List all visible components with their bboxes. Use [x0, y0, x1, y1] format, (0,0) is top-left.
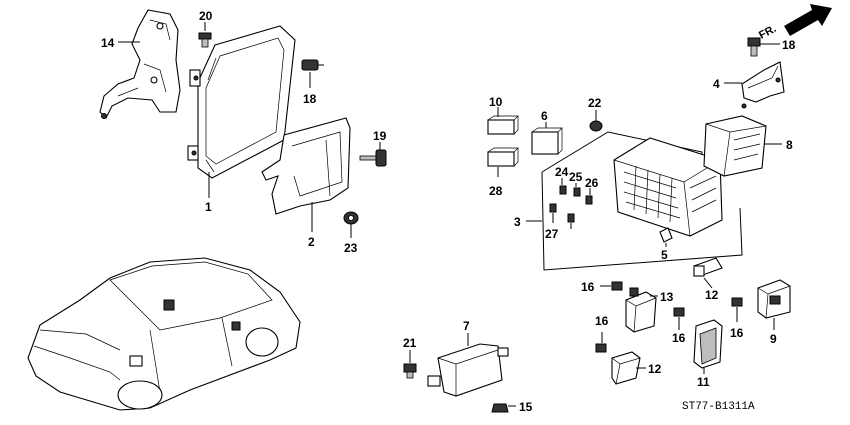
module-part-12-lower	[611, 351, 641, 385]
fuse-part-25	[585, 195, 593, 205]
callout-14: 14	[101, 36, 115, 50]
callout-2: 2	[308, 235, 315, 249]
ecu-unit-part-1	[187, 25, 296, 179]
bolt-part-18-upper	[301, 59, 324, 71]
relay-part-11	[693, 319, 723, 369]
fuse-part-27	[567, 213, 575, 223]
callout-22: 23	[344, 241, 358, 255]
callout-6: 6	[541, 109, 548, 123]
relay-part-28	[487, 147, 519, 167]
front-direction-label: FR.	[757, 23, 778, 42]
screw-part-16-b	[595, 343, 607, 353]
nut-part-22	[343, 211, 359, 225]
module-part-7	[427, 343, 509, 397]
relay-part-6	[531, 127, 563, 155]
callout-23: 24	[555, 165, 569, 179]
callout-9: 9	[770, 332, 777, 346]
callout-12-upper: 12	[705, 288, 719, 302]
fuse-part-26	[549, 203, 557, 213]
callout-17: 18	[782, 38, 796, 52]
bolt-part-17	[747, 37, 761, 57]
fuse-box-part-3	[541, 131, 743, 271]
front-direction-arrow	[784, 4, 832, 36]
cover-part-8	[703, 115, 767, 177]
callout-8: 8	[786, 138, 793, 152]
callout-20: 21	[403, 336, 417, 350]
callout-4: 4	[713, 77, 720, 91]
callout-25: 26	[585, 176, 599, 190]
fuse-part-24	[573, 187, 581, 197]
callout-16-b: 16	[595, 314, 609, 328]
callout-26: 27	[545, 227, 559, 241]
callout-1: 1	[205, 200, 212, 214]
connector-part-5	[659, 227, 673, 243]
callout-19: 20	[199, 9, 213, 23]
callout-21: 22	[588, 96, 602, 110]
callout-16-a: 16	[581, 280, 595, 294]
callout-12-lower: 12	[648, 362, 662, 376]
callout-15: 15	[519, 400, 533, 414]
clip-part-15	[491, 403, 509, 413]
callout-16-d: 16	[730, 326, 744, 340]
diagram-code: ST77-B1311A	[682, 401, 755, 413]
screw-part-16-c	[673, 307, 685, 317]
bolt-part-18-lower	[359, 149, 387, 167]
callout-10: 10	[489, 95, 503, 109]
callout-28: 28	[489, 184, 503, 198]
screw-part-20	[403, 363, 417, 379]
relay-part-13	[625, 287, 657, 333]
callout-5: 5	[661, 248, 668, 262]
relay-part-9	[757, 279, 791, 319]
screw-part-16-d	[731, 297, 743, 307]
screw-part-16-a	[611, 281, 623, 291]
module-part-12-upper	[693, 257, 723, 277]
nut-part-21	[589, 120, 603, 132]
callout-7: 7	[463, 319, 470, 333]
callout-11: 11	[697, 375, 710, 389]
car-silhouette	[27, 257, 301, 411]
callout-3: 3	[514, 215, 521, 229]
bracket-part-4	[741, 61, 785, 109]
callout-13: 13	[660, 290, 674, 304]
bolt-part-19	[198, 32, 212, 48]
callout-16-c: 16	[672, 331, 686, 345]
bracket-part-14	[99, 9, 181, 119]
callout-18-lower: 19	[373, 129, 387, 143]
callout-24: 25	[569, 170, 583, 184]
callout-18-upper: 18	[303, 92, 317, 106]
bracket-part-2	[261, 117, 351, 215]
relay-part-10	[487, 115, 519, 135]
fuse-part-23	[559, 185, 567, 195]
